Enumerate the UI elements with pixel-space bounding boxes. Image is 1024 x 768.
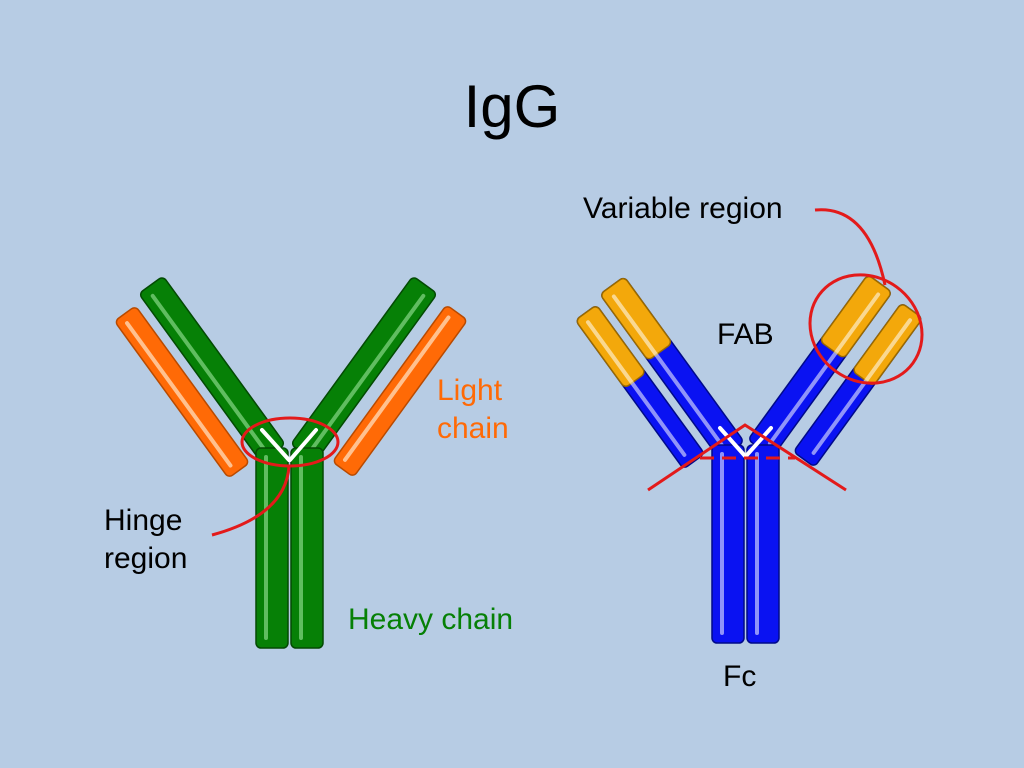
light-chain-label: Light chain [437, 372, 509, 448]
hinge-gap-lines [260, 428, 318, 462]
light-chain-left [115, 307, 249, 477]
hinge-region-label: Hinge region [104, 502, 187, 578]
fab-inner-right-chain [749, 275, 891, 457]
fc-hinge-gap-lines [718, 426, 773, 458]
heavy-chain-stem-left [255, 447, 289, 649]
fab-fc-division-lines [647, 423, 847, 492]
hinge-region-marker [240, 416, 340, 468]
fab-label: FAB [717, 318, 774, 351]
fab-outer-right-chain [794, 304, 922, 466]
fab-outer-left-chain [576, 306, 704, 468]
fc-stem-left [711, 444, 745, 644]
hinge-label-line-1: Hinge [104, 504, 183, 537]
fc-stem-right [746, 444, 780, 644]
antibody-chain-diagram [115, 277, 467, 649]
heavy-chain-stem-right [290, 447, 324, 649]
hinge-label-line-2: region [104, 542, 188, 575]
antibody-region-diagram [576, 208, 924, 644]
variable-region-pointer-line [814, 208, 887, 286]
slide-title: IgG [463, 73, 561, 140]
light-label-line-1: Light [437, 374, 503, 407]
light-chain-right [333, 306, 467, 476]
heavy-chain-label: Heavy chain [348, 603, 514, 636]
variable-region-label: Variable region [583, 192, 783, 225]
hinge-pointer-line [211, 465, 291, 537]
light-label-line-2: chain [437, 412, 509, 445]
fc-label: Fc [723, 660, 757, 693]
variable-region-marker [808, 273, 924, 385]
